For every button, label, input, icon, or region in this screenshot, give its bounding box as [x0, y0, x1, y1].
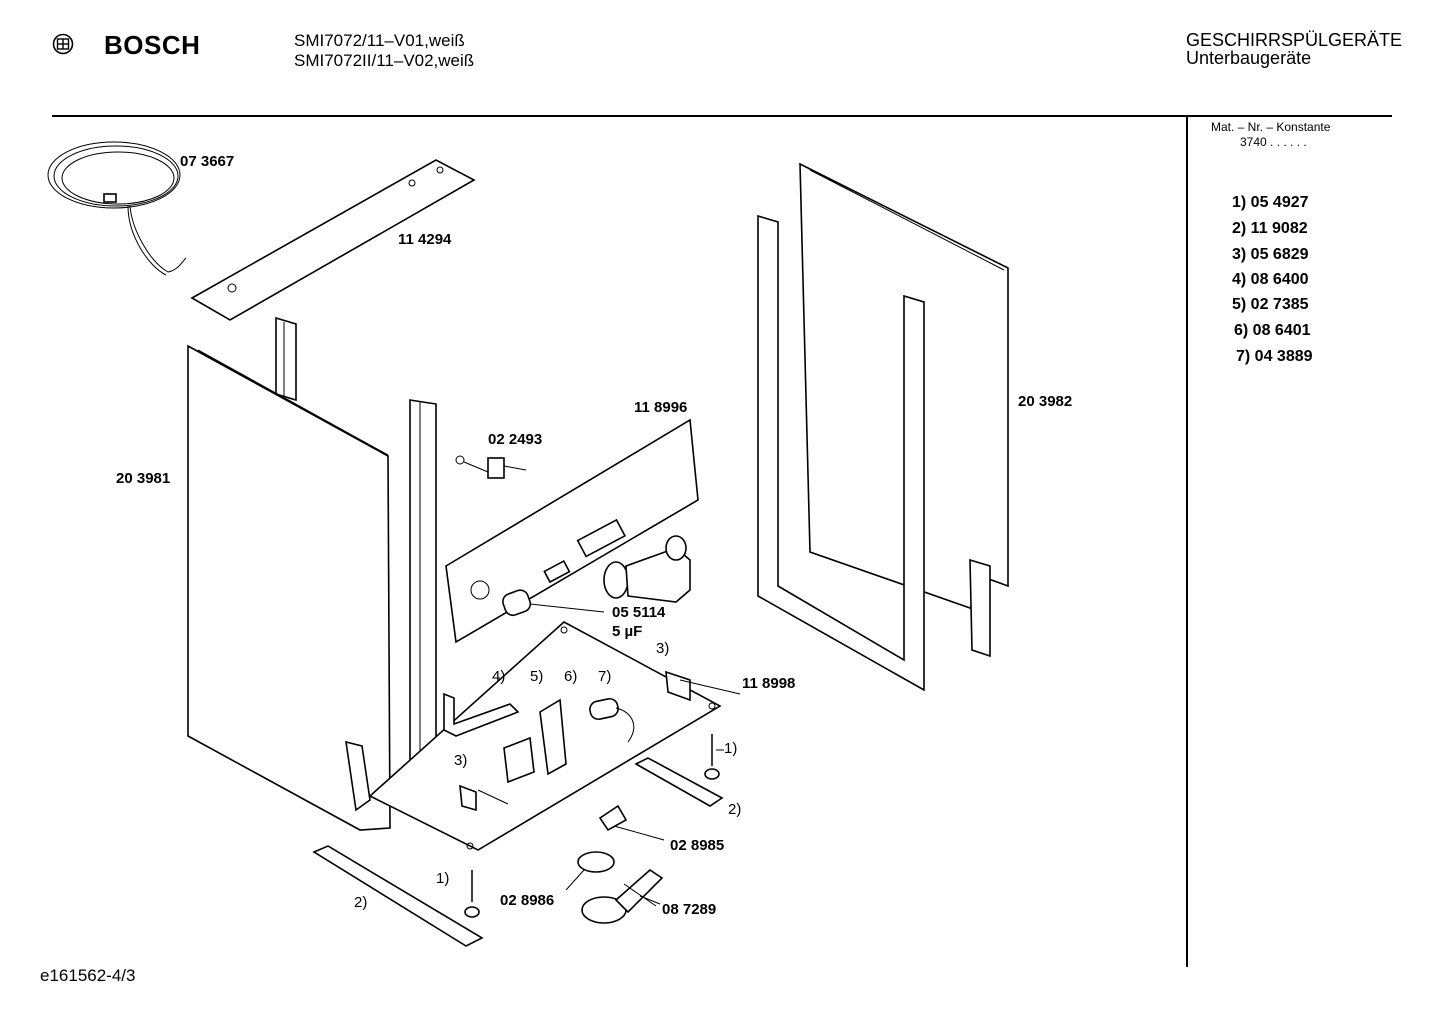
- key-item-2: 2) 11 9082: [1232, 220, 1308, 237]
- label-ref-5: 5): [530, 668, 544, 685]
- screw-part: [455, 455, 527, 479]
- label-capacitor-value: 5 µF: [612, 623, 643, 640]
- label-ref-6: 6): [564, 668, 578, 685]
- model-line-2: SMI7072II/11–V02,weiß: [294, 51, 475, 70]
- label-float: 02 8986: [500, 892, 555, 909]
- rail-left-part: [312, 845, 484, 947]
- key-item-1: 1) 05 4927: [1232, 194, 1309, 211]
- sensor-part: [598, 804, 665, 841]
- key-item-5: 5) 02 7385: [1232, 296, 1309, 313]
- mat-number-title: Mat. – Nr. – Konstante: [1211, 120, 1331, 134]
- hose-connector-part: [603, 535, 691, 603]
- label-ref-1b: 1): [436, 870, 450, 887]
- model-line-1: SMI7072/11–V01,weiß: [294, 31, 465, 50]
- power-cable-part: [47, 141, 187, 276]
- header-rule: [52, 115, 1392, 117]
- top-strip-part: [190, 159, 476, 321]
- rail-right-part: [634, 757, 724, 807]
- label-cable: 07 3667: [180, 153, 235, 170]
- sidebar-divider: [1186, 117, 1188, 967]
- left-front-post-part: [409, 399, 437, 791]
- lever-part: [581, 868, 664, 924]
- label-sensor: 02 8985: [670, 837, 725, 854]
- key-item-6: 6) 08 6401: [1234, 322, 1311, 339]
- label-top-strip: 11 4294: [398, 231, 452, 248]
- capacitor-part: [502, 589, 605, 617]
- drawing-id: e161562-4/3: [40, 966, 136, 985]
- category-subtitle: Unterbaugeräte: [1186, 48, 1312, 68]
- spring-foot-right: [704, 734, 720, 780]
- brand-name: BOSCH: [104, 30, 201, 60]
- label-control-panel: 11 8996: [634, 399, 688, 416]
- control-panel-part: [445, 418, 699, 644]
- label-capacitor: 05 5114: [612, 604, 666, 621]
- label-right-panel: 20 3982: [1018, 393, 1073, 410]
- mat-number-value: 3740 . . . . . .: [1240, 135, 1307, 149]
- right-frame-part: [757, 214, 925, 692]
- label-ref-3a: 3): [656, 640, 670, 657]
- label-ref-2b: 2): [354, 894, 368, 911]
- category-title: GESCHIRRSPÜLGERÄTE: [1186, 30, 1403, 50]
- float-part: [565, 851, 615, 891]
- key-item-4: 4) 08 6400: [1232, 271, 1309, 288]
- label-ref-1a: 1): [724, 740, 738, 757]
- bosch-logo-icon: [52, 33, 74, 55]
- label-lever: 08 7289: [662, 901, 717, 918]
- label-ref-2a: 2): [728, 801, 742, 818]
- spring-foot-left: [464, 870, 480, 918]
- exploded-view-drawing: [47, 141, 1009, 947]
- label-ref-7: 7): [598, 668, 612, 685]
- label-screw: 02 2493: [488, 431, 543, 448]
- key-item-7: 7) 04 3889: [1236, 348, 1313, 365]
- key-item-3: 3) 05 6829: [1232, 246, 1309, 263]
- left-rear-post-part: [275, 316, 297, 402]
- label-base-plate: 11 8998: [742, 675, 796, 692]
- label-ref-3b: 3): [454, 752, 468, 769]
- label-ref-4: 4): [492, 668, 506, 685]
- label-left-panel: 20 3981: [116, 470, 171, 487]
- left-side-panel-part: [187, 344, 391, 831]
